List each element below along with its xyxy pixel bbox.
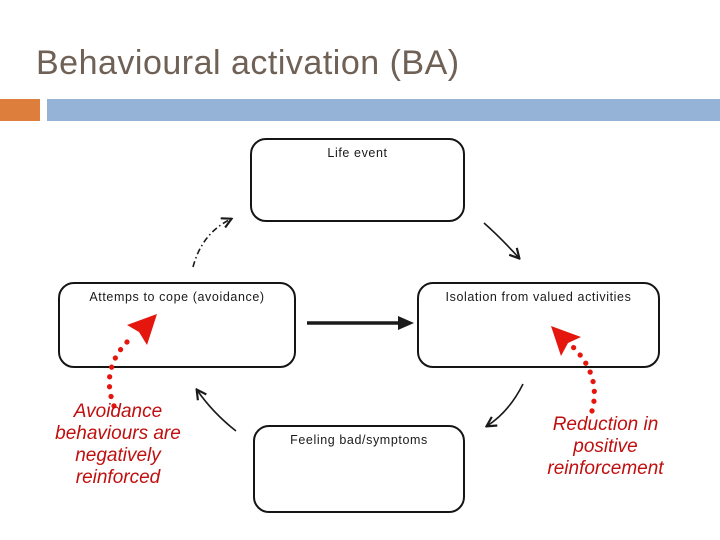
annotation-line: negatively xyxy=(75,445,161,466)
annotation-line: behaviours are xyxy=(55,423,181,444)
box-isolation-from-activities: Isolation from valued activities xyxy=(417,282,660,368)
box-attempts-to-cope: Attemps to cope (avoidance) xyxy=(58,282,296,368)
annotation-line: reinforcement xyxy=(547,458,664,479)
title-accent-blue-bar xyxy=(47,99,720,121)
title-accent-orange-block xyxy=(0,99,40,121)
arrow-life-event-to-isolation-icon xyxy=(483,222,519,258)
box-life-event: Life event xyxy=(250,138,465,222)
arrow-isolation-to-feeling-bad-icon xyxy=(487,383,524,426)
annotation-line: reinforced xyxy=(75,467,161,488)
box-feeling-bad-label: Feeling bad/symptoms xyxy=(290,433,428,447)
annotation-line: Reduction in xyxy=(552,414,659,435)
dashed-arrow-cope-to-life-event-icon xyxy=(192,219,231,268)
slide-title: Behavioural activation (BA) xyxy=(36,44,460,82)
box-feeling-bad: Feeling bad/symptoms xyxy=(253,425,465,513)
annotation-negative-reinforcement: Avoidance behaviours are negatively rein… xyxy=(33,401,203,489)
box-isolation-label: Isolation from valued activities xyxy=(445,290,632,304)
annotation-positive-reinforcement: Reduction in positive reinforcement xyxy=(528,414,683,480)
box-life-event-label: Life event xyxy=(327,146,388,160)
box-attempts-to-cope-label: Attemps to cope (avoidance) xyxy=(89,290,265,304)
annotation-line: positive xyxy=(573,436,638,457)
arrow-cope-to-isolation-head-icon xyxy=(398,316,414,330)
annotation-line: Avoidance xyxy=(73,401,163,422)
